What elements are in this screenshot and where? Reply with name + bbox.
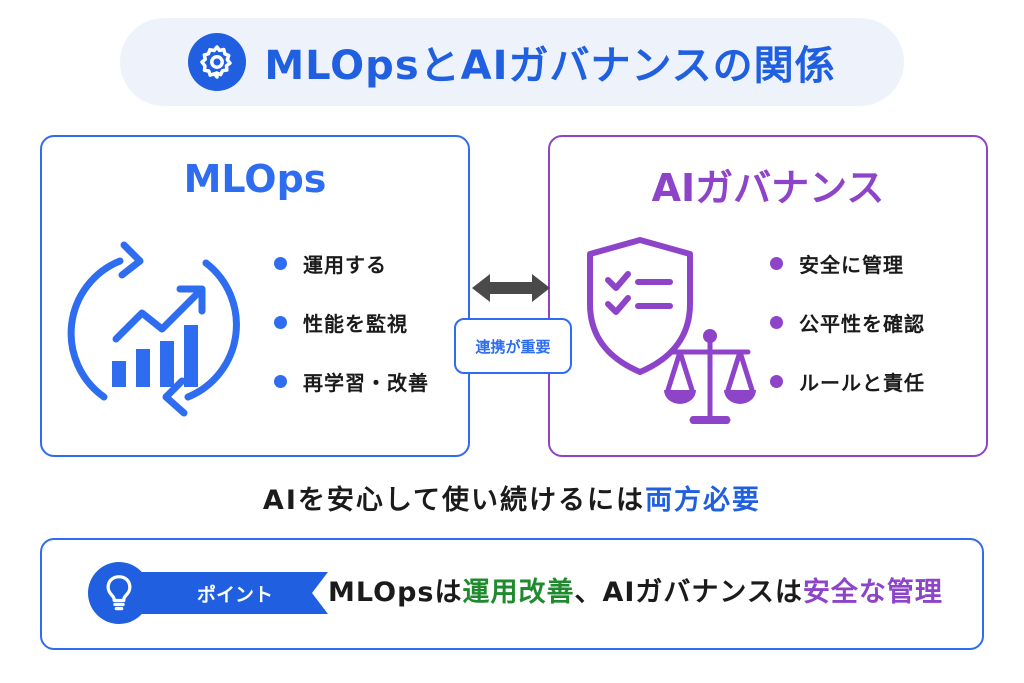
point-tag: ポイント: [128, 572, 328, 614]
list-item: 安全に管理: [770, 247, 925, 279]
list-item-label: 安全に管理: [799, 252, 904, 277]
list-item-label: 運用する: [303, 252, 387, 277]
list-item: 再学習・改善: [274, 365, 429, 397]
governance-panel: AIガバナンス 安全に管理 公平性を確認 ルールと責任: [548, 135, 988, 457]
bullet-dot: [770, 374, 783, 388]
list-item: 性能を監視: [274, 306, 429, 338]
shield-checklist-scales-icon: [587, 237, 756, 424]
point-part4: 安全な管理: [802, 577, 943, 608]
mlops-title: MLOps: [183, 157, 327, 201]
light-bulb-icon: [88, 562, 150, 624]
governance-list: 安全に管理 公平性を確認 ルールと責任: [770, 247, 925, 424]
governance-title: AIガバナンス: [651, 166, 885, 210]
point-part3: 、AIガバナンスは: [574, 577, 803, 608]
mlops-list: 運用する 性能を監視 再学習・改善: [274, 247, 429, 424]
list-item-label: 公平性を確認: [799, 311, 925, 336]
mlops-panel: MLOps 運用する 性能を監視 再学習・改善: [40, 135, 470, 457]
list-item: ルールと責任: [770, 365, 925, 397]
summary-prefix: AIを安心して使い続けるには: [262, 485, 646, 516]
bullet-dot: [274, 315, 287, 329]
point-part1: MLOpsは: [328, 577, 463, 608]
list-item-label: ルールと責任: [799, 370, 925, 395]
point-part2: 運用改善: [462, 577, 575, 608]
title-banner: MLOpsとAIガバナンスの関係: [120, 18, 904, 106]
bullet-dot: [274, 256, 287, 270]
link-badge: 連携が重要: [454, 318, 572, 374]
list-item-label: 再学習・改善: [303, 370, 429, 395]
summary-text: AIを安心して使い続けるには両方必要: [0, 478, 1024, 517]
gear-icon: [188, 33, 247, 91]
summary-highlight: 両方必要: [645, 485, 762, 516]
point-box: ポイント MLOpsは運用改善、AIガバナンスは安全な管理: [40, 538, 984, 650]
page-title: MLOpsとAIガバナンスの関係: [264, 43, 836, 89]
cycle-growth-chart-icon: [67, 241, 240, 417]
bullet-dot: [770, 315, 783, 329]
point-text: MLOpsは運用改善、AIガバナンスは安全な管理: [328, 570, 943, 609]
bullet-dot: [274, 374, 287, 388]
double-arrow-icon: [472, 274, 550, 302]
bullet-dot: [770, 256, 783, 270]
list-item-label: 性能を監視: [303, 311, 408, 336]
list-item: 運用する: [274, 247, 429, 279]
list-item: 公平性を確認: [770, 306, 925, 338]
